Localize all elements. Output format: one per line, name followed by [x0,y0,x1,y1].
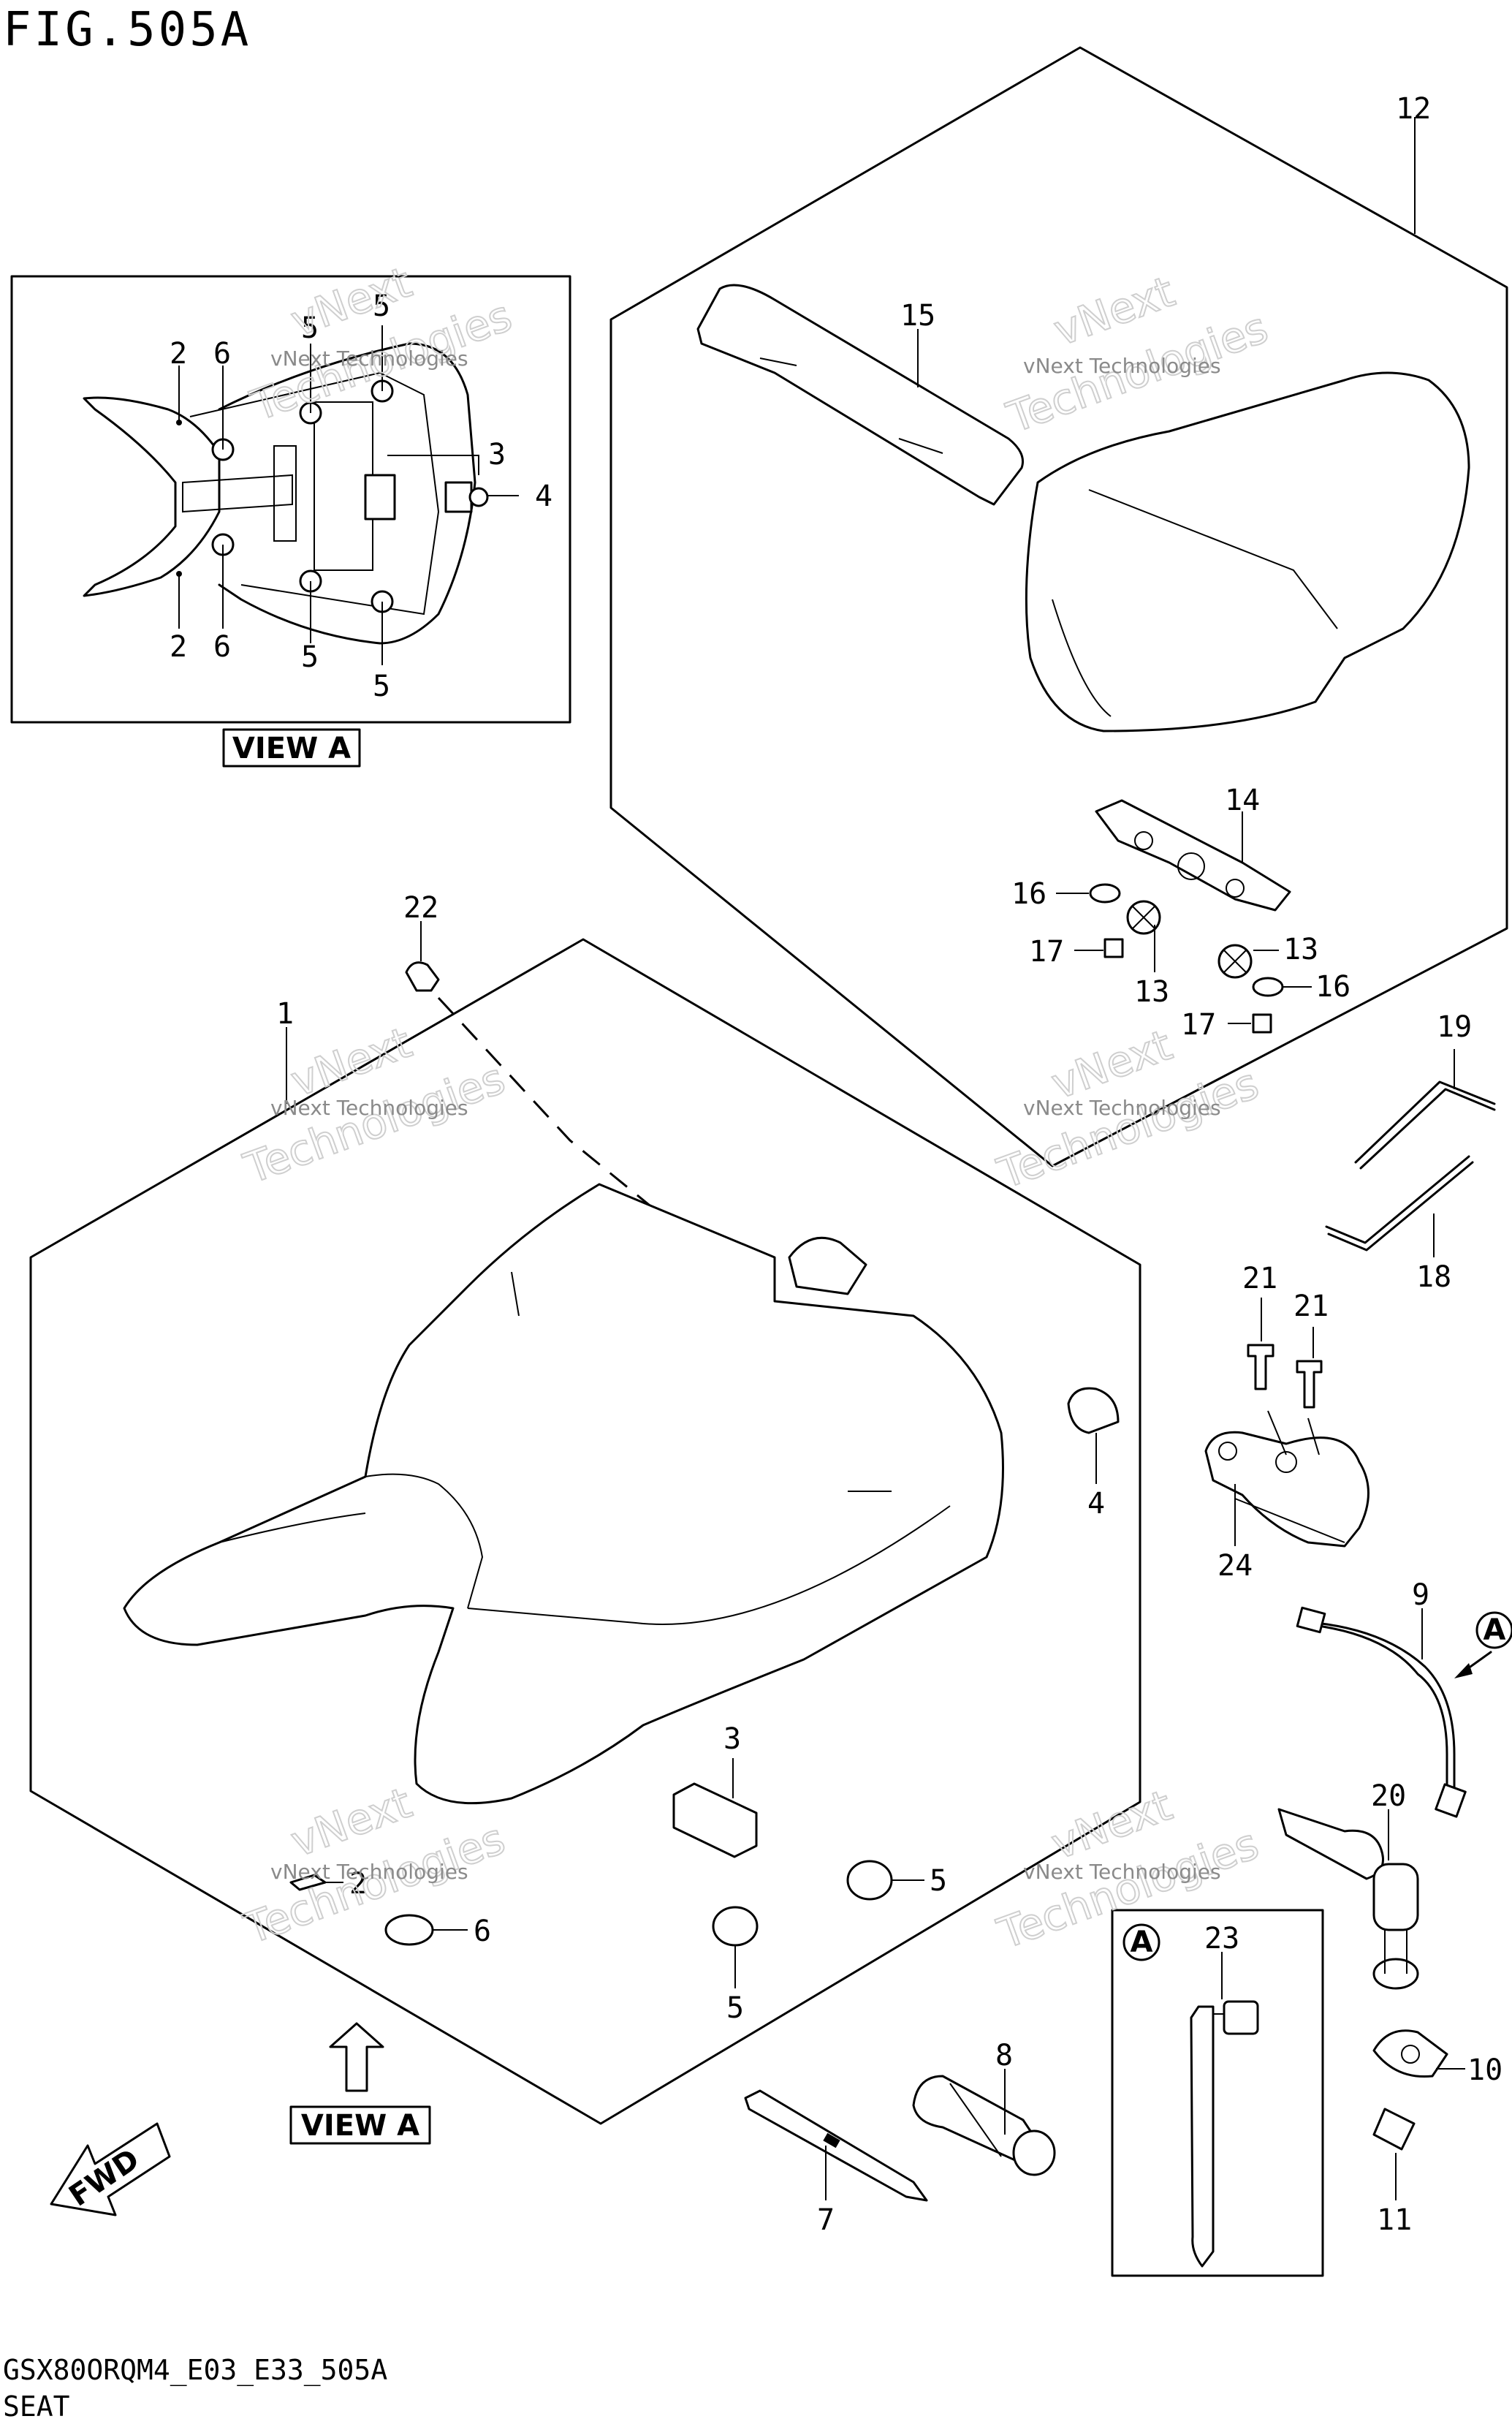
part-4-grommet [1067,1387,1120,1434]
callout-12: 12 [1396,92,1431,126]
view-a-label: VIEW A [232,732,351,765]
callout-24: 24 [1217,1549,1253,1583]
callout-7: 7 [817,2203,835,2237]
view-a-label-box [289,2105,431,2145]
callout-10: 10 [1467,2053,1502,2087]
callout-6: 6 [474,1915,491,1948]
callout-17: 17 [1181,1008,1216,1042]
callout-23: 23 [1204,1922,1239,1955]
part-17-nut [1252,1013,1272,1034]
rear-seat-group: 12 15 14 16 17 13 13 16 17 [609,46,1508,1167]
callout-5: 5 [301,640,319,674]
part-19-hex-wrench [1359,1088,1496,1170]
front-seat-group: 1 22 4 3 2 6 5 5 [29,891,1141,2145]
callout-18: 18 [1416,1260,1451,1294]
callout-3: 3 [723,1722,741,1756]
callout-5: 5 [373,670,390,703]
front-seat-group-frame [29,938,1141,2125]
inset-part-3 [364,474,396,520]
part-16-washer [1252,977,1284,997]
callout-2: 2 [170,630,187,664]
ref-a-inset-label: A [1131,1926,1153,1959]
watermark: vNext Technologies [237,1017,512,1194]
watermark-text: vNext Technologies [270,347,468,371]
part-3-block [672,1782,758,1858]
watermark: vNext Technologies [244,257,519,432]
part-23-harness-clamp [1190,2005,1215,2268]
part-21-bolt [1247,1344,1274,1390]
part-10-bracket [1372,2029,1448,2078]
ref-a-inset-marker [1122,1923,1160,1961]
callout-22: 22 [403,891,438,925]
part-20-cylinder-body [1372,1863,1419,1931]
part-5-damper [846,1860,893,1901]
inset-frame [10,275,571,724]
part-9-cable [1321,1625,1448,1792]
callout-5: 5 [930,1864,947,1898]
view-a-label: VIEW A [301,2109,419,2143]
callout-11: 11 [1377,2203,1412,2237]
callout-13: 13 [1134,975,1169,1009]
seat-underside-tail [218,342,476,645]
figure-title: FIG.505A [3,3,251,57]
callout-15: 15 [900,299,935,333]
callout-4: 4 [1087,1487,1105,1521]
watermark-text: vNext Technologies [1023,354,1221,378]
callout-5: 5 [373,289,390,323]
view-direction-arrow [329,2022,384,2092]
part-11-clip [1372,2108,1416,2151]
callout-1: 1 [276,997,294,1031]
callout-13: 13 [1283,933,1318,966]
part-18-hex-wrench [1327,1161,1474,1252]
part-14-bracket [1095,799,1291,912]
callout-19: 19 [1437,1010,1472,1044]
callout-2: 2 [170,337,187,371]
callout-3: 3 [488,438,506,472]
view-a-label-box [222,728,361,768]
footer-drawing-code: GSX80ORQM4_E03_E33_505A [3,2354,387,2387]
part-5-damper [712,1906,759,1947]
watermark-text: vNext Technologies [1023,1860,1221,1884]
callout-16: 16 [1011,877,1046,911]
callout-6: 6 [213,630,231,664]
seat-underside-outline [83,396,221,597]
callout-8: 8 [995,2039,1013,2072]
part-21-bolt [1296,1360,1323,1409]
part-6-grommet [384,1914,434,1946]
watermark-text: vNext Technologies [1023,1096,1221,1120]
callout-2: 2 [349,1867,367,1901]
watermark-text: vNext Technologies [270,1860,468,1884]
ref-a-inset-frame [1111,1909,1324,2277]
watermark: vNext Technologies [1000,265,1274,443]
inset-part-4 [444,481,473,513]
view-a-inset: 2 6 5 5 3 4 2 6 5 5 VIEW A [10,275,571,768]
callout-20: 20 [1371,1779,1406,1813]
ref-a-inset: A 23 [1111,1909,1324,2277]
front-seat-body [123,1183,1004,1805]
part-20-key-cylinder [1277,1808,1384,1880]
fwd-arrow: FWD [50,2122,171,2216]
part-16-washer [1089,883,1121,904]
ref-marker-label: A [1483,1613,1506,1647]
callout-17: 17 [1029,935,1064,969]
footer-section-name: SEAT [3,2390,70,2423]
part-17-nut [1103,938,1124,958]
callout-5: 5 [301,311,319,345]
part-15-seat-pad [696,284,1024,506]
watermark-text: vNext Technologies [270,1096,468,1120]
callout-21: 21 [1293,1290,1329,1323]
callout-21: 21 [1242,1262,1277,1295]
callout-9: 9 [1412,1578,1429,1612]
ref-marker-circle [1475,1611,1512,1649]
part-24-seat-lock [1204,1431,1369,1548]
rear-seat-group-frame [609,46,1508,1167]
callout-6: 6 [213,337,231,371]
callout-16: 16 [1315,970,1350,1004]
part-22-bolt [405,961,440,992]
callout-14: 14 [1225,784,1260,817]
callout-4: 4 [535,480,552,513]
callout-5: 5 [726,1991,744,2025]
